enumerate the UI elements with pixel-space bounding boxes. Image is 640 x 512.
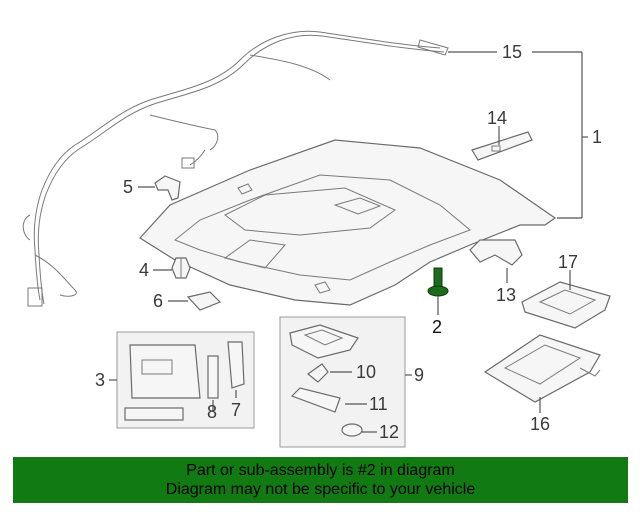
footer-line-2: Diagram may not be specific to your vehi… <box>165 481 476 498</box>
part-2-highlighted-pin <box>427 267 449 297</box>
group-box-3 <box>116 331 255 429</box>
callout-8: 8 <box>207 402 217 422</box>
part-4-retainer <box>171 257 191 279</box>
footer-banner: Part or sub-assembly is #2 in diagram Di… <box>13 457 628 503</box>
part-17-lamp <box>521 281 611 329</box>
callout-10: 10 <box>356 362 376 382</box>
part-5-clip <box>154 175 181 201</box>
callout-6: 6 <box>153 291 163 311</box>
headliner <box>139 139 557 306</box>
part-14-bracket <box>471 131 533 161</box>
group-box-9 <box>279 316 406 448</box>
part-16-console <box>483 334 601 403</box>
part-13-handle <box>469 239 523 266</box>
leader-lines <box>109 51 588 433</box>
callout-11: 11 <box>369 394 388 414</box>
callout-12: 12 <box>379 422 399 442</box>
callout-2: 2 <box>432 317 442 337</box>
callout-15: 15 <box>502 42 522 62</box>
callout-17: 17 <box>558 252 578 272</box>
callout-3: 3 <box>95 370 105 390</box>
footer-line-1: Part or sub-assembly is #2 in diagram <box>186 462 455 479</box>
parts-diagram: 1 2 3 4 5 6 7 8 9 10 11 12 13 14 15 16 1… <box>22 30 611 448</box>
callout-1: 1 <box>592 127 602 147</box>
wiring-harness <box>22 30 449 307</box>
callout-13: 13 <box>496 285 516 305</box>
callout-4: 4 <box>139 260 149 280</box>
callout-14: 14 <box>487 108 507 128</box>
part-6-clip <box>186 291 222 311</box>
callout-5: 5 <box>123 177 133 197</box>
callout-16: 16 <box>530 414 550 434</box>
callout-9: 9 <box>414 365 424 385</box>
callout-7: 7 <box>231 400 241 420</box>
